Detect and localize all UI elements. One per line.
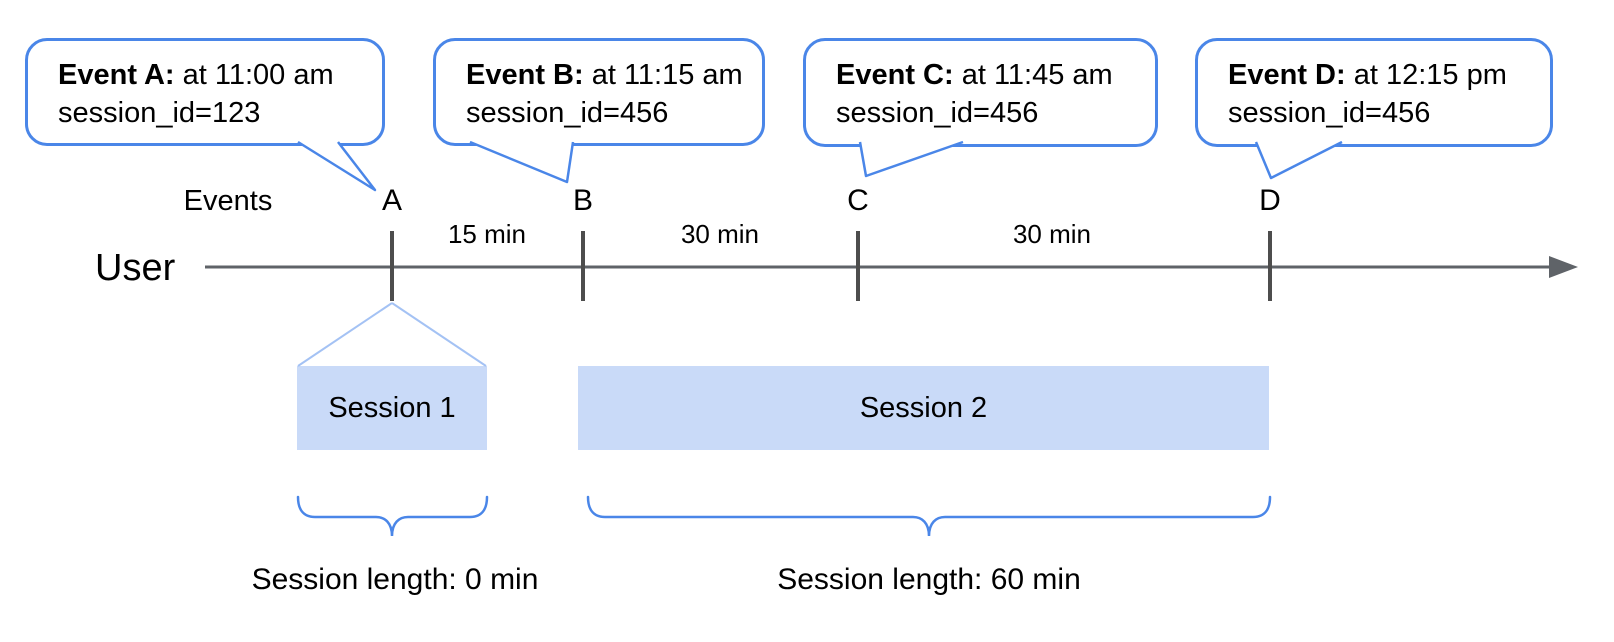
interval-label-c-d: 30 min [1012,219,1092,249]
bubble-a-session-id: session_id=123 [58,97,261,129]
bubble-d-time: at 12:15 pm [1345,59,1507,91]
bubble-c-session-id: session_id=456 [836,97,1039,129]
bubble-tail-d [1254,140,1343,180]
bubble-b-time: at 11:15 am [583,59,743,91]
event-mark-d: D [1259,184,1281,217]
session-1-funnel-right-line [391,302,487,367]
events-row-label: Events [183,185,273,217]
event-bubble-c: Event C: at 11:45 am session_id=456 [803,38,1158,147]
bubble-d-title: Event D: [1228,59,1346,91]
session-2-brace [586,495,1272,537]
bubble-a-time: at 11:00 am [174,59,334,91]
event-bubble-d: Event D: at 12:15 pm session_id=456 [1195,38,1553,147]
session-2-label: Session 2 [859,391,988,424]
event-bubble-b: Event B: at 11:15 am session_id=456 [433,38,765,146]
session-1-length-label: Session length: 0 min [251,563,539,596]
bubble-c-title: Event C: [836,59,954,91]
session-2-length-label: Session length: 60 min [777,563,1081,596]
bubble-b-session-id: session_id=456 [466,97,669,129]
event-mark-a: A [381,184,403,217]
event-mark-b: B [572,184,594,217]
session-1-bar: Session 1 [297,366,487,450]
bubble-c-time: at 11:45 am [953,59,1113,91]
session-2-bar: Session 2 [578,366,1269,450]
bubble-tail-a [297,140,377,192]
user-row-label: User [95,247,176,289]
bubble-a-title: Event A: [58,59,175,91]
bubble-c-line1: Event C: at 11:45 am [836,56,1137,94]
bubble-tail-c [858,140,964,178]
event-bubble-a: Event A: at 11:00 am session_id=123 [25,38,385,146]
bubble-a-line1: Event A: at 11:00 am [58,56,364,94]
bubble-b-title: Event B: [466,59,584,91]
session-1-brace [296,495,489,537]
event-mark-c: C [847,184,869,217]
bubble-b-line1: Event B: at 11:15 am [466,56,744,94]
session-1-funnel-left-line [297,302,393,367]
interval-label-b-c: 30 min [680,219,760,249]
session-1-label: Session 1 [328,391,456,424]
timeline-arrowhead-icon [1549,256,1578,278]
interval-label-a-b: 15 min [447,219,527,249]
bubble-d-line1: Event D: at 12:15 pm [1228,56,1532,94]
bubble-tail-b [469,140,575,184]
bubble-d-session-id: session_id=456 [1228,97,1431,129]
